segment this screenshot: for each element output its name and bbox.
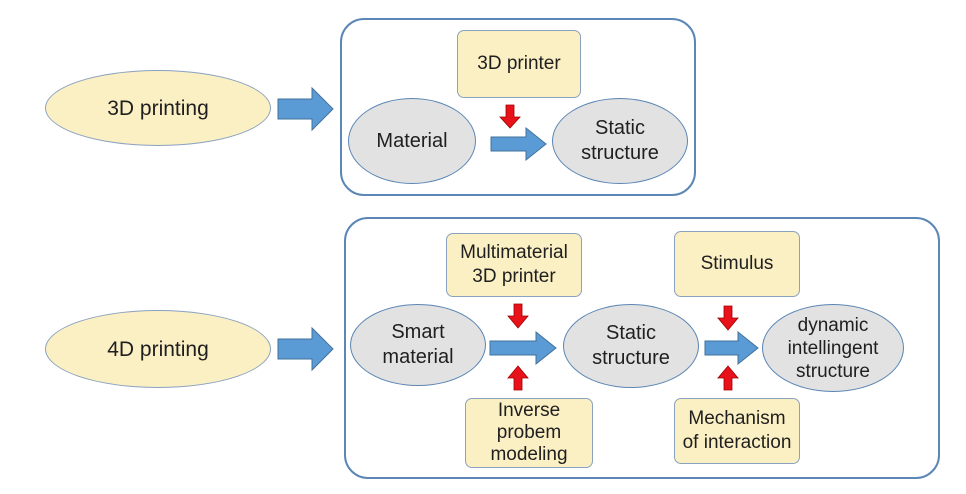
4d-static-structure-line-2: structure [592,347,670,369]
stimulus-box: Stimulus [674,231,800,297]
multimaterial-printer-line-2: 3D printer [472,266,556,287]
stimulus-label: Stimulus [700,253,774,274]
red-arrow-up-mechanism [717,365,739,391]
4d-printing-node: 4D printing [45,310,271,388]
inverse-modeling-line-2: probem [496,422,562,443]
inverse-modeling-line-1: Inverse [497,400,561,421]
4d-static-structure-line-1: Static [605,322,657,344]
dynamic-structure-node: dynamic intellingent structure [762,304,904,392]
smart-material-line-1: Smart [391,321,445,343]
dynamic-structure-line-3: structure [796,360,870,382]
red-arrow-up-inverse [507,365,529,391]
blue-arrow-3d-to-panel [277,86,334,132]
3d-printer-box: 3D printer [457,30,581,98]
red-arrow-down-multimaterial [507,303,529,329]
blue-arrow-static-to-dynamic [704,330,759,366]
mechanism-line-1: Mechanism [688,408,786,429]
mechanism-line-2: of interaction [682,432,792,453]
multimaterial-printer-line-1: Multimaterial [460,242,568,263]
material-label: Material [376,129,448,152]
4d-printing-label: 4D printing [107,337,209,361]
smart-material-node: Smart material [350,304,486,386]
3d-printing-node: 3D printing [45,70,271,146]
dynamic-structure-line-1: dynamic [797,314,869,336]
blue-arrow-4d-to-panel [277,326,334,372]
3d-static-structure-line-2: structure [581,142,659,164]
mechanism-box: Mechanism of interaction [674,398,800,464]
3d-printer-label: 3D printer [477,53,561,74]
3d-static-structure-line-1: Static [594,117,646,139]
material-node: Material [348,98,476,184]
inverse-modeling-line-3: modeling [490,444,568,465]
red-arrow-down-3d-printer [499,104,521,129]
dynamic-structure-line-2: intellingent [787,337,879,359]
inverse-modeling-box: Inverse probem modeling [465,398,593,468]
3d-static-structure-node: Static structure [552,98,688,184]
multimaterial-printer-box: Multimaterial 3D printer [446,233,582,297]
blue-arrow-smart-to-static [489,330,557,366]
blue-arrow-material-to-static [490,126,547,162]
4d-static-structure-node: Static structure [563,304,699,388]
red-arrow-down-stimulus [717,305,739,331]
smart-material-line-2: material [382,346,454,368]
3d-printing-label: 3D printing [107,96,209,120]
